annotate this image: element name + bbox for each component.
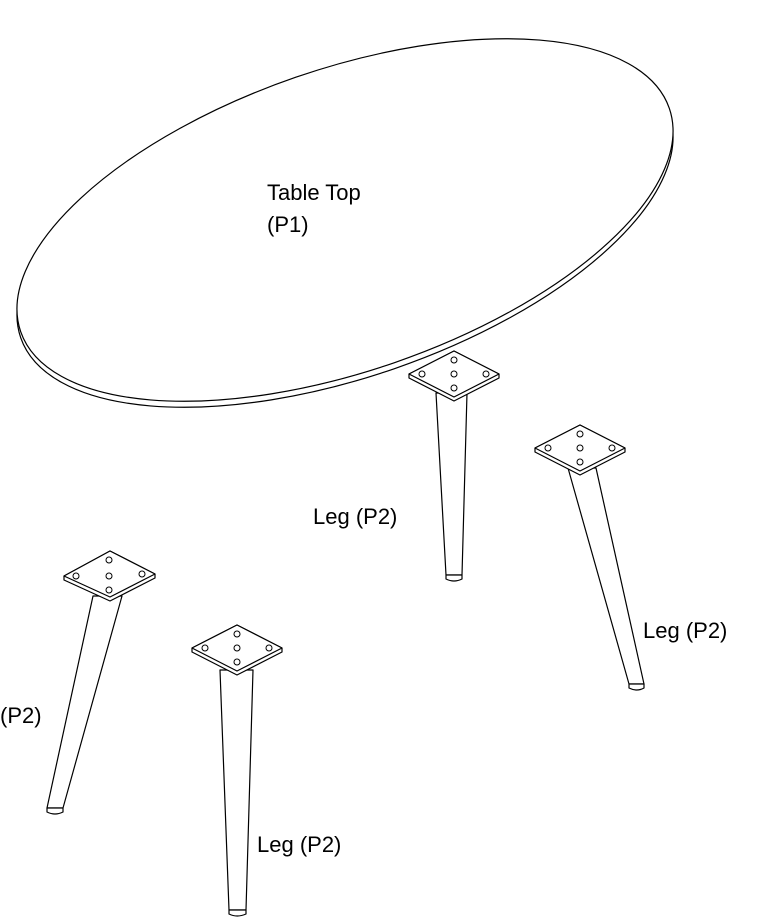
screw-hole <box>233 644 241 652</box>
screw-hole <box>450 356 458 364</box>
screw-hole <box>544 444 552 452</box>
screw-hole <box>265 644 273 652</box>
leg-shaft <box>46 595 123 809</box>
leg-center-label: Leg (P2) <box>313 504 398 529</box>
screw-hole <box>576 444 584 452</box>
table-top-name-label: Table Top <box>267 180 361 205</box>
screw-hole <box>450 370 458 378</box>
screw-hole <box>450 384 458 392</box>
leg-foot <box>228 909 247 917</box>
screw-hole <box>233 658 241 666</box>
leg-left-label: (P2) <box>0 703 42 728</box>
screw-hole <box>482 370 490 378</box>
screw-hole <box>72 572 80 580</box>
leg-foot <box>628 683 645 691</box>
screw-hole <box>608 444 616 452</box>
screw-hole <box>418 370 426 378</box>
screw-hole <box>576 430 584 438</box>
leg-front <box>191 624 283 917</box>
leg-left <box>46 550 156 815</box>
leg-front-label: Leg (P2) <box>257 832 342 857</box>
leg-right <box>534 424 645 691</box>
screw-hole <box>233 630 241 638</box>
screw-hole <box>201 644 209 652</box>
leg-shaft <box>219 669 254 911</box>
table-top-part <box>16 38 674 408</box>
table-top-surface <box>16 38 674 402</box>
screw-hole <box>105 556 113 564</box>
leg-foot <box>445 574 463 582</box>
leg-shaft <box>567 467 645 685</box>
leg-right-label: Leg (P2) <box>643 618 728 643</box>
leg-shaft <box>435 392 468 576</box>
screw-hole <box>105 586 113 594</box>
leg-center-back <box>408 350 500 582</box>
leg-foot <box>46 807 64 815</box>
screw-hole <box>105 572 113 580</box>
table-top-code-label: (P1) <box>267 212 309 237</box>
screw-hole <box>576 458 584 466</box>
screw-hole <box>138 570 146 578</box>
